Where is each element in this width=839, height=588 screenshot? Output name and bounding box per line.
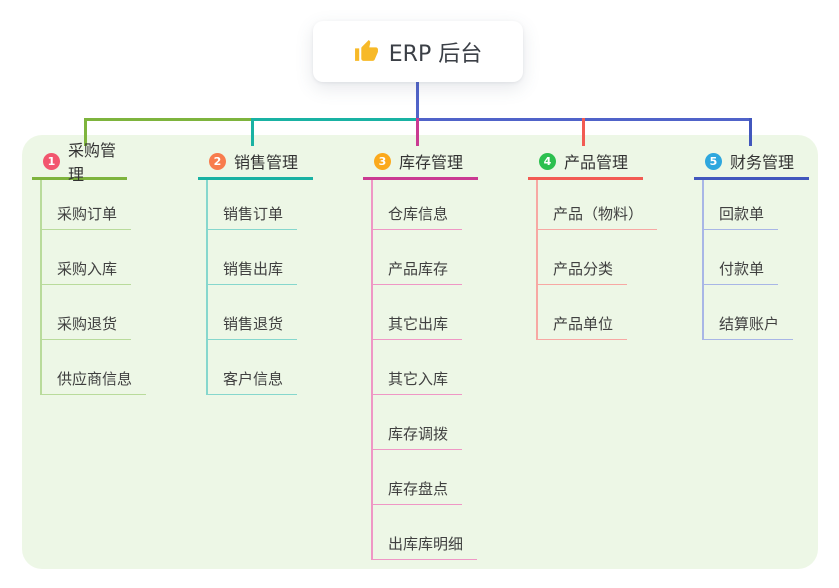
child-label: 产品单位 (553, 314, 614, 333)
child-label: 出库库明细 (388, 534, 464, 553)
branch-number-badge: 5 (705, 152, 722, 170)
child-label: 库存盘点 (388, 479, 449, 498)
child-label: 回款单 (719, 204, 765, 223)
child-node[interactable]: 采购退货 (40, 307, 132, 340)
child-node[interactable]: 销售退货 (206, 307, 298, 340)
child-node[interactable]: 其它入库 (371, 362, 463, 395)
child-label: 供应商信息 (57, 369, 133, 388)
child-label: 库存调拨 (388, 424, 449, 443)
branch-drop-line (251, 118, 254, 146)
branch-node-2[interactable]: 2 销售管理 (198, 145, 313, 180)
child-node[interactable]: 客户信息 (206, 362, 298, 395)
child-node[interactable]: 采购订单 (40, 197, 132, 230)
root-connector-line (416, 82, 419, 121)
child-node[interactable]: 产品（物料） (536, 197, 658, 230)
child-label: 其它入库 (388, 369, 449, 388)
child-label: 销售订单 (223, 204, 284, 223)
root-node[interactable]: ERP 后台 (313, 21, 523, 82)
top-connector-segment (84, 118, 251, 121)
branch-trunk-line (371, 179, 373, 560)
branch-drop-line (84, 118, 87, 146)
branch-label: 库存管理 (399, 153, 464, 172)
child-node[interactable]: 回款单 (702, 197, 779, 230)
branch-drop-line (416, 118, 419, 146)
child-label: 产品分类 (553, 259, 614, 278)
branch-label: 财务管理 (730, 153, 795, 172)
root-title: ERP 后台 (388, 41, 483, 67)
branch-trunk-line (40, 179, 42, 395)
branch-trunk-line (206, 179, 208, 395)
child-node[interactable]: 产品分类 (536, 252, 628, 285)
child-node[interactable]: 库存调拨 (371, 417, 463, 450)
child-label: 仓库信息 (388, 204, 449, 223)
branch-node-4[interactable]: 4 产品管理 (528, 145, 643, 180)
child-label: 采购订单 (57, 204, 118, 223)
child-node[interactable]: 销售订单 (206, 197, 298, 230)
child-node[interactable]: 结算账户 (702, 307, 794, 340)
child-label: 采购退货 (57, 314, 118, 333)
branch-label: 采购管理 (68, 141, 117, 184)
branch-number-badge: 2 (209, 152, 226, 170)
child-node[interactable]: 付款单 (702, 252, 779, 285)
thumbs-up-icon (354, 39, 379, 64)
child-label: 客户信息 (223, 369, 284, 388)
branch-number-badge: 4 (539, 152, 556, 170)
child-label: 销售退货 (223, 314, 284, 333)
child-node[interactable]: 出库库明细 (371, 527, 478, 560)
child-label: 付款单 (719, 259, 765, 278)
child-label: 销售出库 (223, 259, 284, 278)
child-label: 结算账户 (719, 314, 780, 333)
branch-label: 销售管理 (234, 153, 299, 172)
child-node[interactable]: 库存盘点 (371, 472, 463, 505)
branch-trunk-line (536, 179, 538, 340)
branch-drop-line (582, 118, 585, 146)
child-node[interactable]: 产品单位 (536, 307, 628, 340)
branch-number-badge: 3 (374, 152, 391, 170)
branch-node-5[interactable]: 5 财务管理 (694, 145, 809, 180)
child-node[interactable]: 仓库信息 (371, 197, 463, 230)
child-label: 其它出库 (388, 314, 449, 333)
child-node[interactable]: 供应商信息 (40, 362, 147, 395)
child-label: 产品库存 (388, 259, 449, 278)
child-node[interactable]: 其它出库 (371, 307, 463, 340)
child-node[interactable]: 产品库存 (371, 252, 463, 285)
child-label: 采购入库 (57, 259, 118, 278)
child-label: 产品（物料） (553, 204, 644, 223)
branch-number-badge: 1 (43, 152, 60, 170)
branch-trunk-line (702, 179, 704, 340)
branch-drop-line (749, 118, 752, 146)
child-node[interactable]: 采购入库 (40, 252, 132, 285)
branch-node-3[interactable]: 3 库存管理 (363, 145, 478, 180)
branch-node-1[interactable]: 1 采购管理 (32, 141, 127, 184)
branch-label: 产品管理 (564, 153, 629, 172)
background-panel (22, 135, 818, 569)
child-node[interactable]: 销售出库 (206, 252, 298, 285)
top-connector-segment (251, 118, 416, 121)
